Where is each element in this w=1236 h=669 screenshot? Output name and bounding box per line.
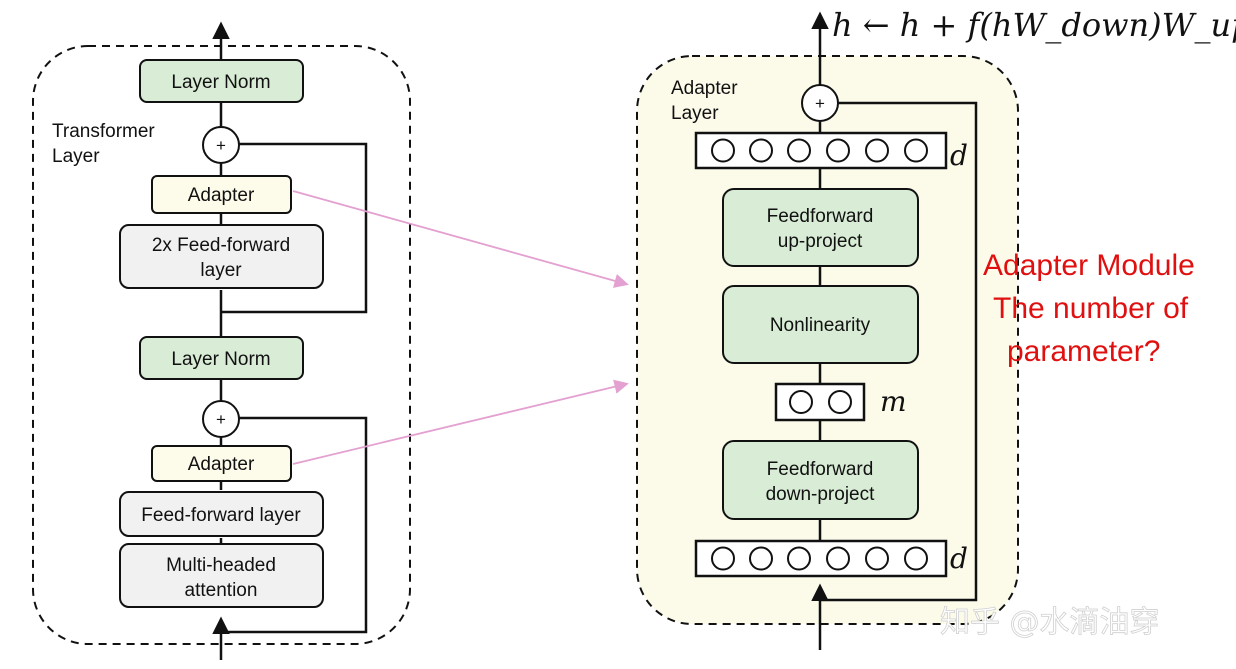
adapter-layer-panel: Adapter Layer + d bbox=[636, 11, 1019, 650]
bottom-add-node bbox=[202, 400, 240, 438]
parameter-question-annotation: Adapter Module The number of parameter? bbox=[983, 249, 1195, 368]
adapter-layer-title-line1: Adapter bbox=[671, 78, 738, 99]
top-adapter-zoom-arrow bbox=[292, 190, 629, 288]
mid-layer-norm-box bbox=[139, 336, 304, 380]
annotation-line2: The number of bbox=[993, 292, 1189, 325]
top-layer-norm-label: Layer Norm bbox=[171, 72, 270, 93]
feed-forward-layer-label: Feed-forward layer bbox=[141, 505, 301, 526]
bottom-adapter-zoom-arrow bbox=[292, 379, 629, 465]
feedforward-down-project-label-line2: down-project bbox=[766, 484, 875, 505]
feed-forward-layer-box bbox=[119, 491, 324, 537]
input-vector-units bbox=[711, 546, 928, 571]
transformer-layer-title-line1: Transformer bbox=[52, 121, 155, 142]
mid-layer-norm-label: Layer Norm bbox=[171, 349, 270, 370]
bottom-adapter-box bbox=[151, 445, 292, 482]
double-feed-forward-label-line2: layer bbox=[200, 260, 242, 281]
transformer-layer-panel: Transformer Layer Layer Norm + Adapte bbox=[32, 21, 411, 660]
annotation-line1: Adapter Module bbox=[983, 249, 1195, 282]
top-adapter-box bbox=[151, 175, 292, 214]
adapter-plus-symbol: + bbox=[815, 94, 825, 113]
feedforward-up-project-box bbox=[722, 188, 919, 267]
feedforward-up-project-label-line2: up-project bbox=[778, 231, 863, 252]
nonlinearity-label: Nonlinearity bbox=[770, 315, 871, 336]
double-feed-forward-label-line1: 2x Feed-forward bbox=[152, 235, 290, 256]
top-plus-symbol: + bbox=[216, 136, 226, 155]
multi-headed-attention-label-line2: attention bbox=[185, 580, 258, 601]
multi-headed-attention-box bbox=[119, 543, 324, 608]
adapter-zoom-arrows bbox=[292, 190, 629, 465]
transformer-layer-title-line2: Layer bbox=[52, 146, 100, 167]
output-vector-units bbox=[711, 138, 928, 163]
adapter-update-formula: h ← h + f(hW_down)W_up bbox=[832, 6, 1236, 44]
bottleneck-dimension-m-label: m bbox=[880, 385, 907, 418]
feedforward-down-project-box bbox=[722, 440, 919, 520]
feedforward-down-project-label-line1: Feedforward bbox=[767, 459, 874, 480]
top-layer-norm-box bbox=[139, 59, 304, 103]
top-adapter-label: Adapter bbox=[188, 185, 255, 206]
multi-headed-attention-label-line1: Multi-headed bbox=[166, 555, 276, 576]
adapter-layer-title-line2: Layer bbox=[671, 103, 719, 124]
bottleneck-vector-units bbox=[789, 390, 852, 414]
double-feed-forward-box bbox=[119, 224, 324, 289]
input-dimension-d-label: d bbox=[950, 542, 968, 575]
feedforward-up-project-label-line1: Feedforward bbox=[767, 206, 874, 227]
bottom-plus-symbol: + bbox=[216, 410, 226, 429]
annotation-line3: parameter? bbox=[1007, 335, 1160, 368]
bottom-adapter-label: Adapter bbox=[188, 454, 255, 475]
zhihu-watermark: 知乎 @水滴油穿 bbox=[940, 605, 1160, 640]
nonlinearity-box bbox=[722, 285, 919, 364]
adapter-add-node bbox=[801, 84, 839, 122]
adapter-flow-lines bbox=[811, 11, 978, 650]
top-add-node bbox=[202, 126, 240, 164]
output-dimension-d-label: d bbox=[950, 139, 968, 172]
